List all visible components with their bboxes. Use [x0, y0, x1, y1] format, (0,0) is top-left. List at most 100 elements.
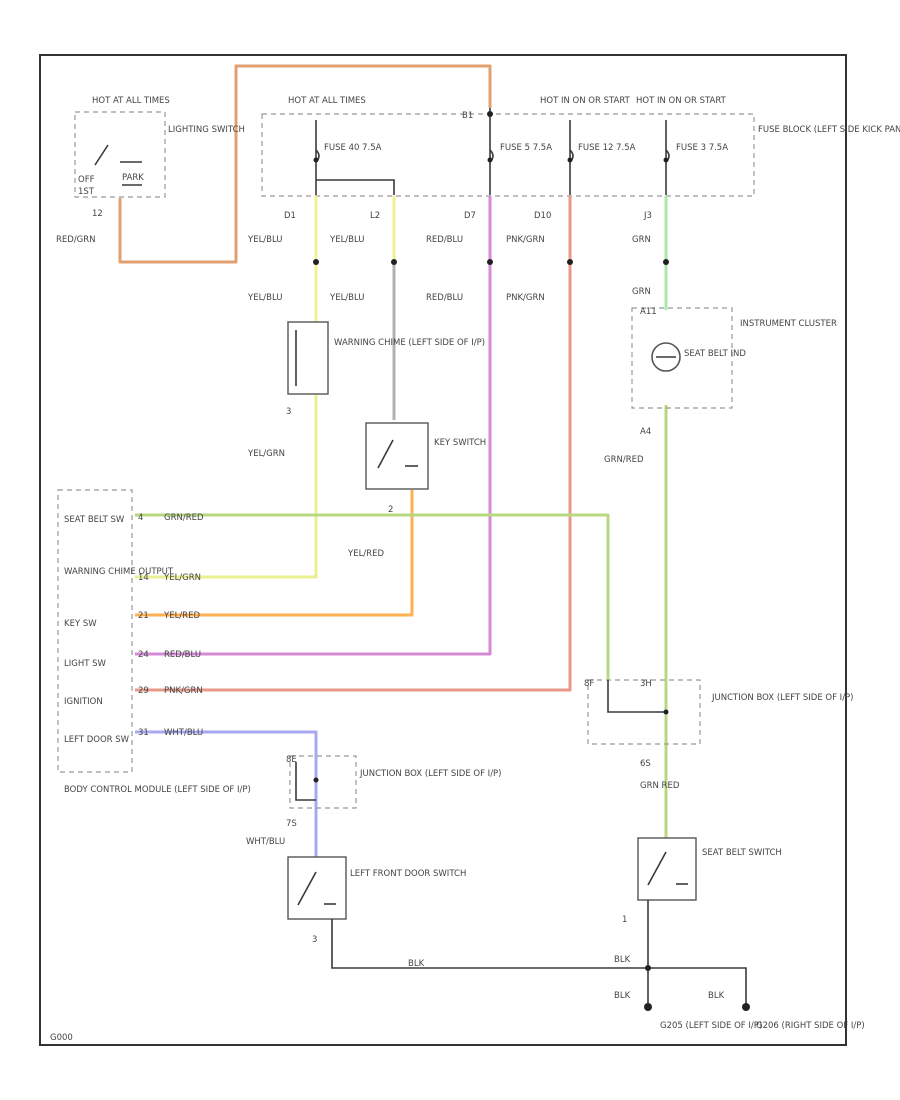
ground-wire-right: BLK [708, 991, 725, 1001]
ground-wire-junction: BLK [614, 955, 631, 965]
junction-box-right-bridge [607, 680, 666, 713]
door-switch-name: LEFT FRONT DOOR SWITCH [350, 869, 466, 879]
bcm-row-4-pin: 24 [138, 650, 149, 660]
warning-chime-name: WARNING CHIME (LEFT SIDE OF I/P) [334, 338, 485, 348]
bcm-row-1-wire: GRN/RED [164, 513, 204, 523]
mid-wire-5: GRN [632, 287, 651, 297]
bcm-row-6-label: LEFT DOOR SW [64, 735, 130, 745]
fuse-pin-d1: D1 [284, 211, 296, 221]
dot [663, 709, 669, 715]
lighting-switch-box [74, 111, 166, 198]
wire-red-blu [135, 196, 492, 656]
dot [487, 259, 493, 265]
lighting-switch-park: PARK [122, 173, 144, 183]
instrument-cluster-pin-in: A11 [640, 307, 657, 317]
instrument-cluster-lamp: SEAT BELT IND [684, 349, 746, 359]
lighting-switch-pin: 12 [92, 209, 103, 219]
bcm-row-3-label: KEY SW [64, 619, 97, 629]
junction-box-right-pin-b: 3H [640, 679, 652, 689]
upper-wire-3: RED/BLU [426, 235, 463, 245]
mid-wire-2: YEL/BLU [329, 293, 365, 303]
warning-chime-pin: 3 [286, 407, 291, 417]
fuse-b-label: FUSE 5 7.5A [500, 143, 552, 153]
key-switch-wire: YEL/RED [347, 549, 384, 559]
wire-blk-ground [331, 919, 747, 1005]
junction-box-left-bridge [295, 762, 316, 801]
fuse-hot-all: HOT AT ALL TIMES [288, 96, 366, 106]
junction-box-left-wire: WHT/BLU [246, 837, 285, 847]
dot [567, 259, 573, 265]
bcm-row-6-pin: 31 [138, 728, 149, 738]
seat-belt-switch [637, 837, 697, 901]
instrument-cluster-pin-out: A4 [640, 427, 651, 437]
upper-wire-4: PNK/GRN [506, 235, 545, 245]
bcm-row-4-wire: RED/BLU [164, 650, 201, 660]
junction-box-right-outline [587, 679, 701, 745]
dot [663, 157, 669, 163]
dot [487, 157, 493, 163]
instrument-cluster-box [631, 307, 733, 409]
key-switch-arm [377, 439, 394, 469]
bcm-row-5-wire: PNK/GRN [164, 686, 203, 696]
seat-belt-switch-box [637, 837, 697, 901]
door-switch [287, 856, 347, 920]
door-switch-box [287, 856, 347, 920]
fuse-c-label: FUSE 12 7.5A [578, 143, 636, 153]
seat-belt-switch-pin: 1 [622, 915, 627, 925]
junction-box-left-outline [289, 755, 357, 809]
upper-wire-1: YEL/BLU [247, 235, 283, 245]
wire-yel-red [135, 490, 414, 617]
door-switch-arm [297, 871, 317, 906]
fuse-pin-j3: J3 [643, 211, 652, 221]
bcm-row-1-label: SEAT BELT SW [64, 515, 125, 525]
lighting-switch-hot: HOT AT ALL TIMES [92, 96, 170, 106]
connector-dots [313, 111, 750, 1011]
dot [313, 777, 319, 783]
ground-wire-left: BLK [614, 991, 631, 1001]
lighting-switch-1st: 1ST [78, 187, 95, 197]
junction-box-left-name: JUNCTION BOX (LEFT SIDE OF I/P) [359, 769, 502, 779]
seat-belt-switch-arm [647, 851, 667, 886]
dot [663, 259, 669, 265]
fuse-b1: B1 [462, 111, 473, 121]
wire-red-grn [118, 64, 492, 264]
bcm-row-1-pin: 4 [138, 513, 143, 523]
bcm-name: BODY CONTROL MODULE (LEFT SIDE OF I/P) [64, 785, 251, 795]
key-switch [365, 422, 429, 490]
dot [313, 259, 319, 265]
bcm-row-4-label: LIGHT SW [64, 659, 107, 669]
door-switch-pin: 3 [312, 935, 317, 945]
junction-box-left-pin-out: 7S [286, 819, 297, 829]
corner-code: G000 [50, 1033, 73, 1043]
lighting-switch-off: OFF [78, 175, 95, 185]
upper-wire-2: YEL/BLU [329, 235, 365, 245]
dot [487, 111, 493, 117]
lighting-switch-wire: RED/GRN [56, 235, 96, 245]
instrument-cluster [631, 307, 733, 409]
junction-box-right-name: JUNCTION BOX (LEFT SIDE OF I/P) [711, 693, 854, 703]
bcm-row-5-label: IGNITION [64, 697, 103, 707]
bcm-box [57, 489, 133, 773]
lighting-switch [74, 111, 166, 198]
bcm-row-3-wire: YEL/RED [163, 611, 200, 621]
bcm-row-2-wire: YEL/GRN [163, 573, 201, 583]
wire-bcm-seat-belt [135, 513, 610, 680]
junction-box-right-wire: GRN RED [640, 781, 680, 791]
junction-box-left-pin-a: 8E [286, 755, 297, 765]
wire-wht-blu [135, 730, 318, 860]
dot [645, 965, 651, 971]
ground-wire-main: BLK [408, 959, 425, 969]
wire-pnk-grn [135, 196, 572, 692]
fuse-hot-run-1: HOT IN ON OR START [540, 96, 631, 106]
seat-belt-switch-name: SEAT BELT SWITCH [702, 848, 782, 858]
junction-box-right [587, 679, 701, 745]
mid-wire-4: PNK/GRN [506, 293, 545, 303]
key-switch-name: KEY SWITCH [434, 438, 486, 448]
junction-box-right-pin-a: 8F [584, 679, 594, 689]
bcm-row-5-pin: 29 [138, 686, 149, 696]
mid-wire-3: RED/BLU [426, 293, 463, 303]
ground-right-label: G206 (RIGHT SIDE OF I/P) [756, 1021, 865, 1031]
ground-point-right [742, 1003, 750, 1011]
fuse-block-box [261, 113, 755, 197]
